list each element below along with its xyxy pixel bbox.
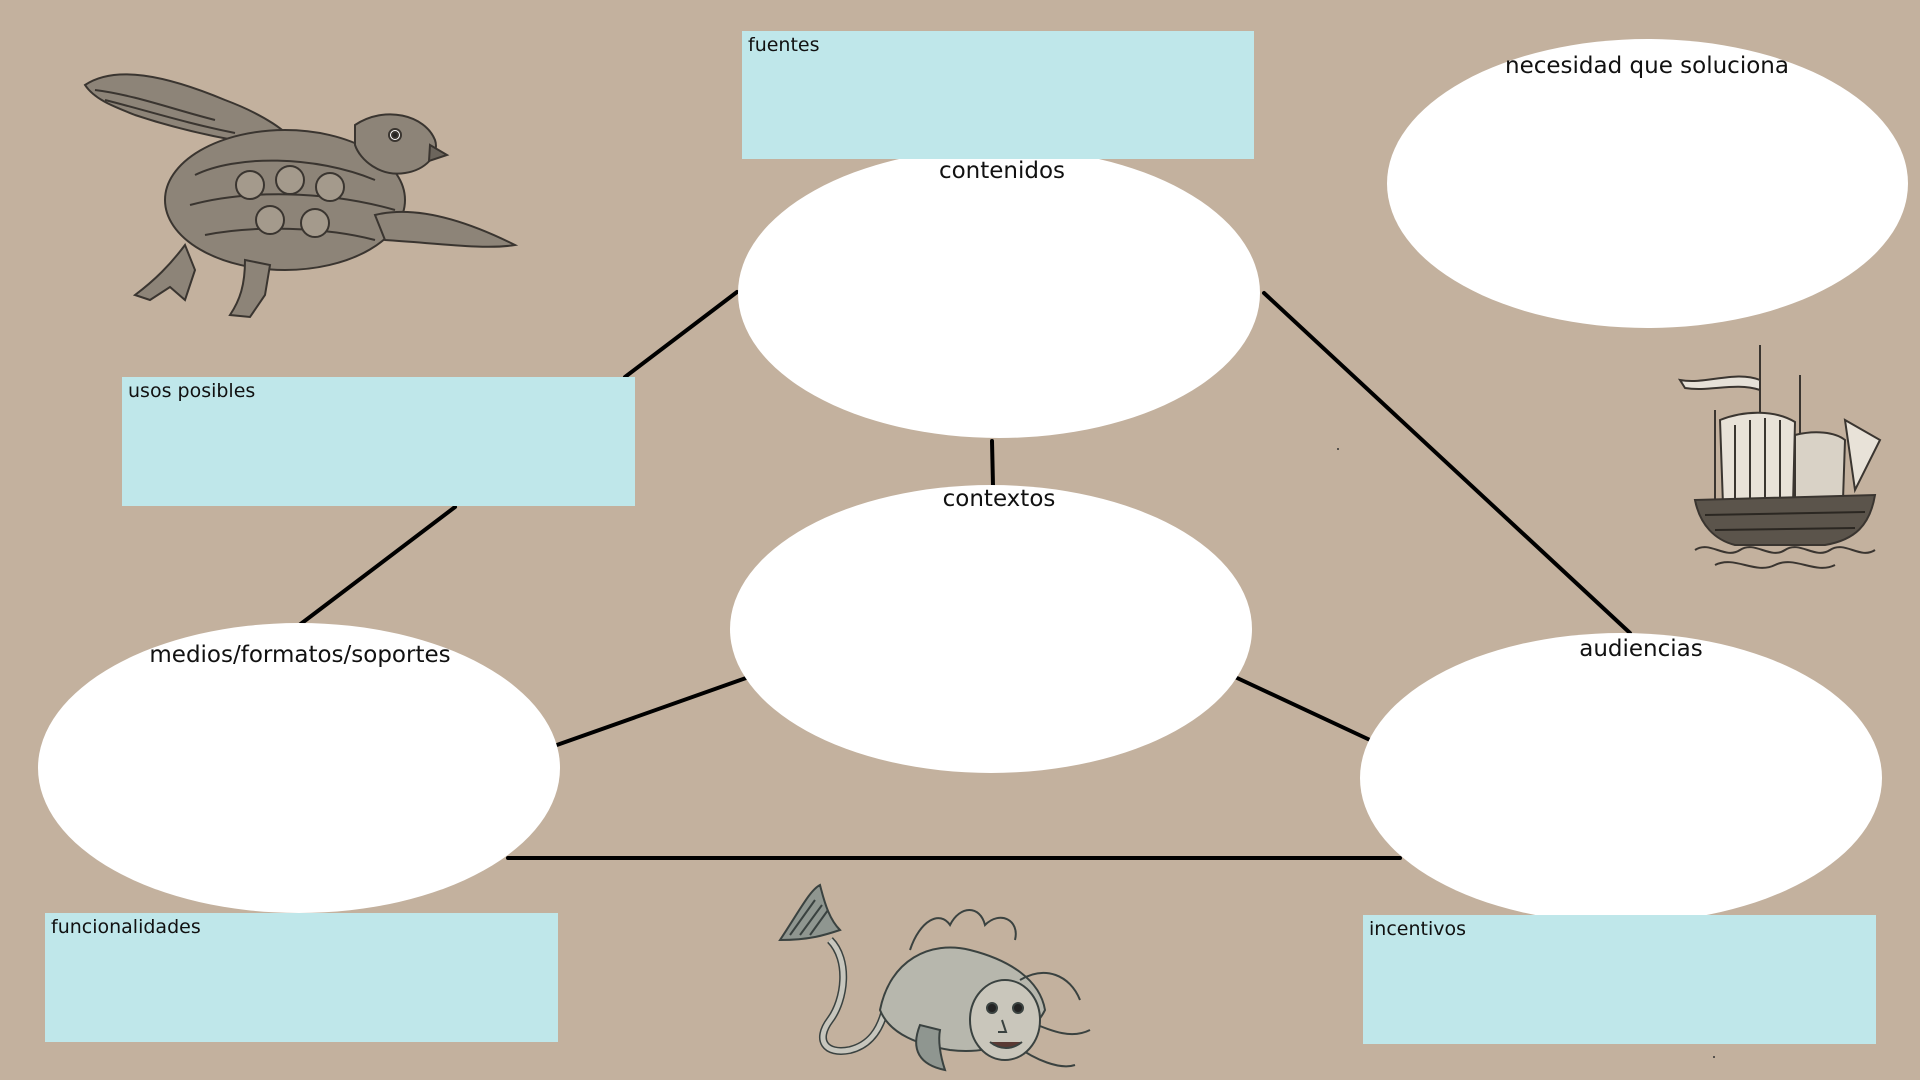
node-medios[interactable] <box>38 623 560 913</box>
node-medios-label: medios/formatos/soportes <box>149 642 451 668</box>
node-contextos[interactable] <box>730 485 1252 773</box>
line-contenidos-usos <box>623 290 739 379</box>
line-contenidos-audiencias <box>1262 291 1632 635</box>
speck-mark <box>1713 1056 1715 1058</box>
node-contenidos-label: contenidos <box>938 158 1066 184</box>
node-audiencias-label: audiencias <box>1579 636 1703 662</box>
node-necesidad[interactable] <box>1387 39 1908 328</box>
sailing-ship-illustration <box>1677 345 1882 569</box>
box-funcionalidades[interactable]: funcionalidades <box>45 913 558 1042</box>
box-funcionalidades-label: funcionalidades <box>51 916 201 938</box>
box-incentivos-label: incentivos <box>1369 918 1466 940</box>
speck-mark <box>1337 448 1339 450</box>
line-contextos-audiencias <box>1233 675 1372 742</box>
line-contenidos-contextos <box>990 439 995 488</box>
box-fuentes[interactable]: fuentes <box>742 31 1254 159</box>
line-usos-medios <box>296 505 457 628</box>
box-incentivos[interactable]: incentivos <box>1363 915 1876 1044</box>
node-audiencias[interactable] <box>1360 633 1882 923</box>
box-usos-posibles-label: usos posibles <box>128 380 256 402</box>
node-contextos-label: contextos <box>942 486 1056 512</box>
node-contenidos[interactable] <box>738 148 1260 438</box>
sea-turtle-illustration <box>83 73 519 319</box>
box-fuentes-label: fuentes <box>748 34 820 56</box>
line-contextos-medios <box>552 676 748 748</box>
node-necesidad-label: necesidad que soluciona <box>1505 53 1789 79</box>
box-usos-posibles[interactable]: usos posibles <box>122 377 635 506</box>
sea-monster-illustration <box>778 883 1091 1072</box>
